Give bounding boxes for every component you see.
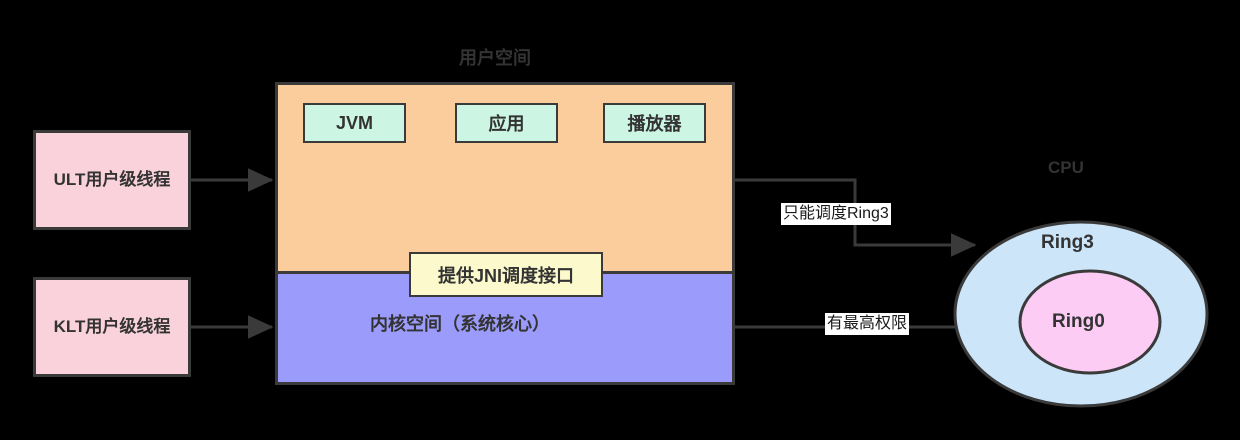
ring0-ellipse [1018,269,1162,375]
cpu-title: CPU [1048,158,1084,177]
edge-label-highest-privilege: 有最高权限 [825,313,910,335]
ring0-label: Ring0 [1052,311,1105,332]
thread-box-klt[interactable]: KLT用户级线程 [33,277,191,377]
edge-label-schedule-ring3: 只能调度Ring3 [781,203,891,225]
thread-box-ult[interactable]: ULT用户级线程 [33,130,191,230]
user-space-title: 用户空间 [459,48,531,68]
jni-interface-box[interactable]: 提供JNI调度接口 [409,252,603,297]
component-box-player[interactable]: 播放器 [603,103,706,143]
component-box-app[interactable]: 应用 [455,103,558,143]
ring3-label: Ring3 [1041,232,1094,253]
kernel-space-label: 内核空间（系统核心） [370,314,550,334]
component-box-jvm[interactable]: JVM [303,103,406,143]
